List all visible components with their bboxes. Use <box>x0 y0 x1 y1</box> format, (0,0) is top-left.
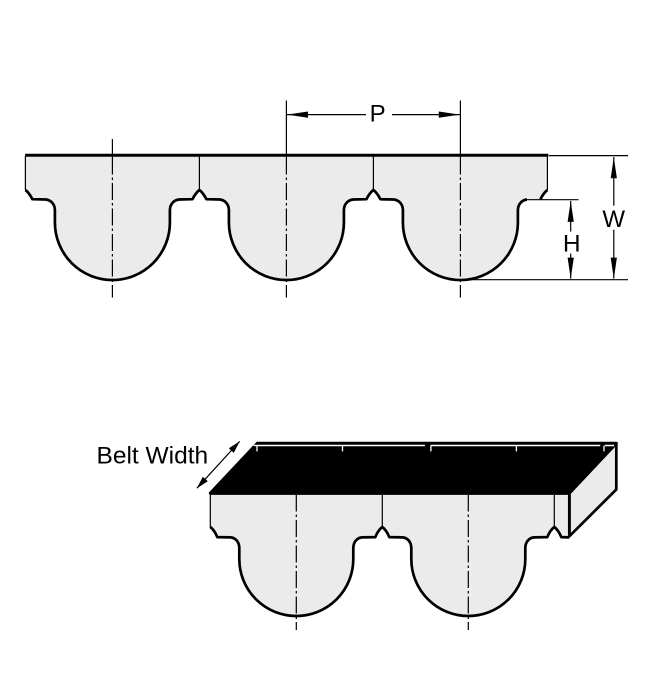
svg-text:H: H <box>563 230 581 257</box>
svg-text:P: P <box>370 100 386 127</box>
svg-text:Belt Width: Belt Width <box>97 443 209 470</box>
svg-text:W: W <box>602 206 625 233</box>
